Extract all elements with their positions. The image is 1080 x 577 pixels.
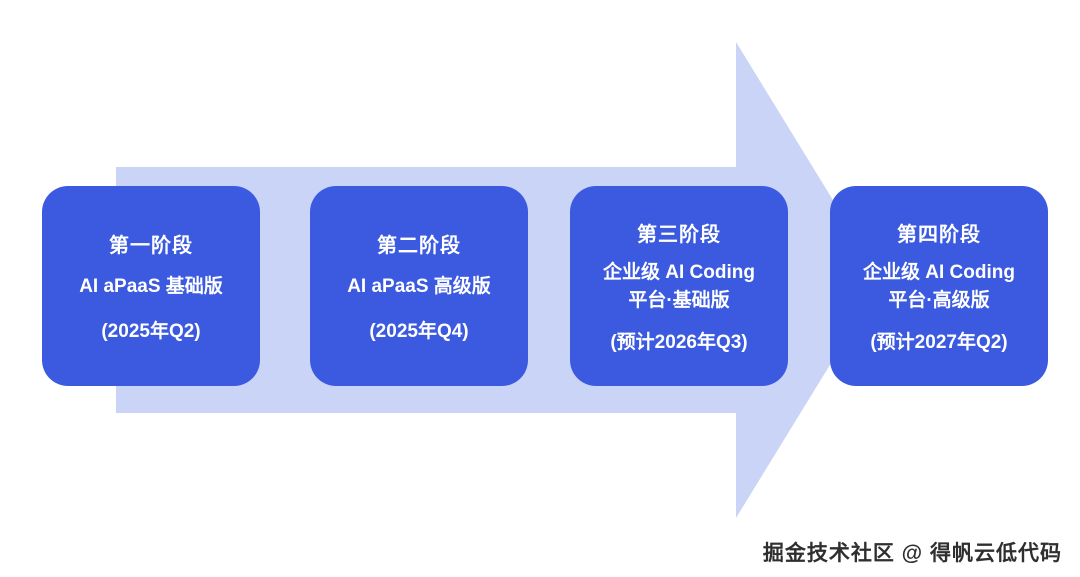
- stage-product-line2: 平台·高级版: [888, 290, 990, 311]
- stage-product-line1: 企业级 AI Coding: [603, 262, 755, 284]
- stage-product: AI aPaaS 高级版: [347, 273, 491, 301]
- stage-product-line2: 平台·基础版: [628, 290, 730, 311]
- stage-card-2: 第二阶段 AI aPaaS 高级版 (2025年Q4): [310, 186, 528, 386]
- stage-product-line1: 企业级 AI Coding: [863, 262, 1015, 284]
- watermark-text: 掘金技术社区 @ 得帆云低代码: [762, 542, 1062, 565]
- stage-card-1: 第一阶段 AI aPaaS 基础版 (2025年Q2): [42, 186, 260, 386]
- stage-date: (预计2026年Q3): [610, 331, 748, 353]
- stage-date: (预计2027年Q2): [870, 331, 1008, 353]
- stage-date: (2025年Q2): [101, 320, 201, 342]
- stage-title: 第三阶段: [637, 224, 721, 247]
- stage-product-line1: AI aPaaS 高级版: [347, 276, 491, 298]
- stage-product: 企业级 AI Coding 平台·高级版: [863, 259, 1015, 314]
- stage-product-line1: AI aPaaS 基础版: [79, 276, 223, 298]
- stage-title: 第一阶段: [109, 235, 193, 258]
- stage-date: (2025年Q4): [369, 320, 469, 342]
- stage-title: 第二阶段: [377, 235, 461, 258]
- stage-product: AI aPaaS 基础版: [79, 273, 223, 301]
- stage-card-3: 第三阶段 企业级 AI Coding 平台·基础版 (预计2026年Q3): [570, 186, 788, 386]
- stage-product: 企业级 AI Coding 平台·基础版: [603, 259, 755, 314]
- stage-title: 第四阶段: [897, 224, 981, 247]
- stage-card-4: 第四阶段 企业级 AI Coding 平台·高级版 (预计2027年Q2): [830, 186, 1048, 386]
